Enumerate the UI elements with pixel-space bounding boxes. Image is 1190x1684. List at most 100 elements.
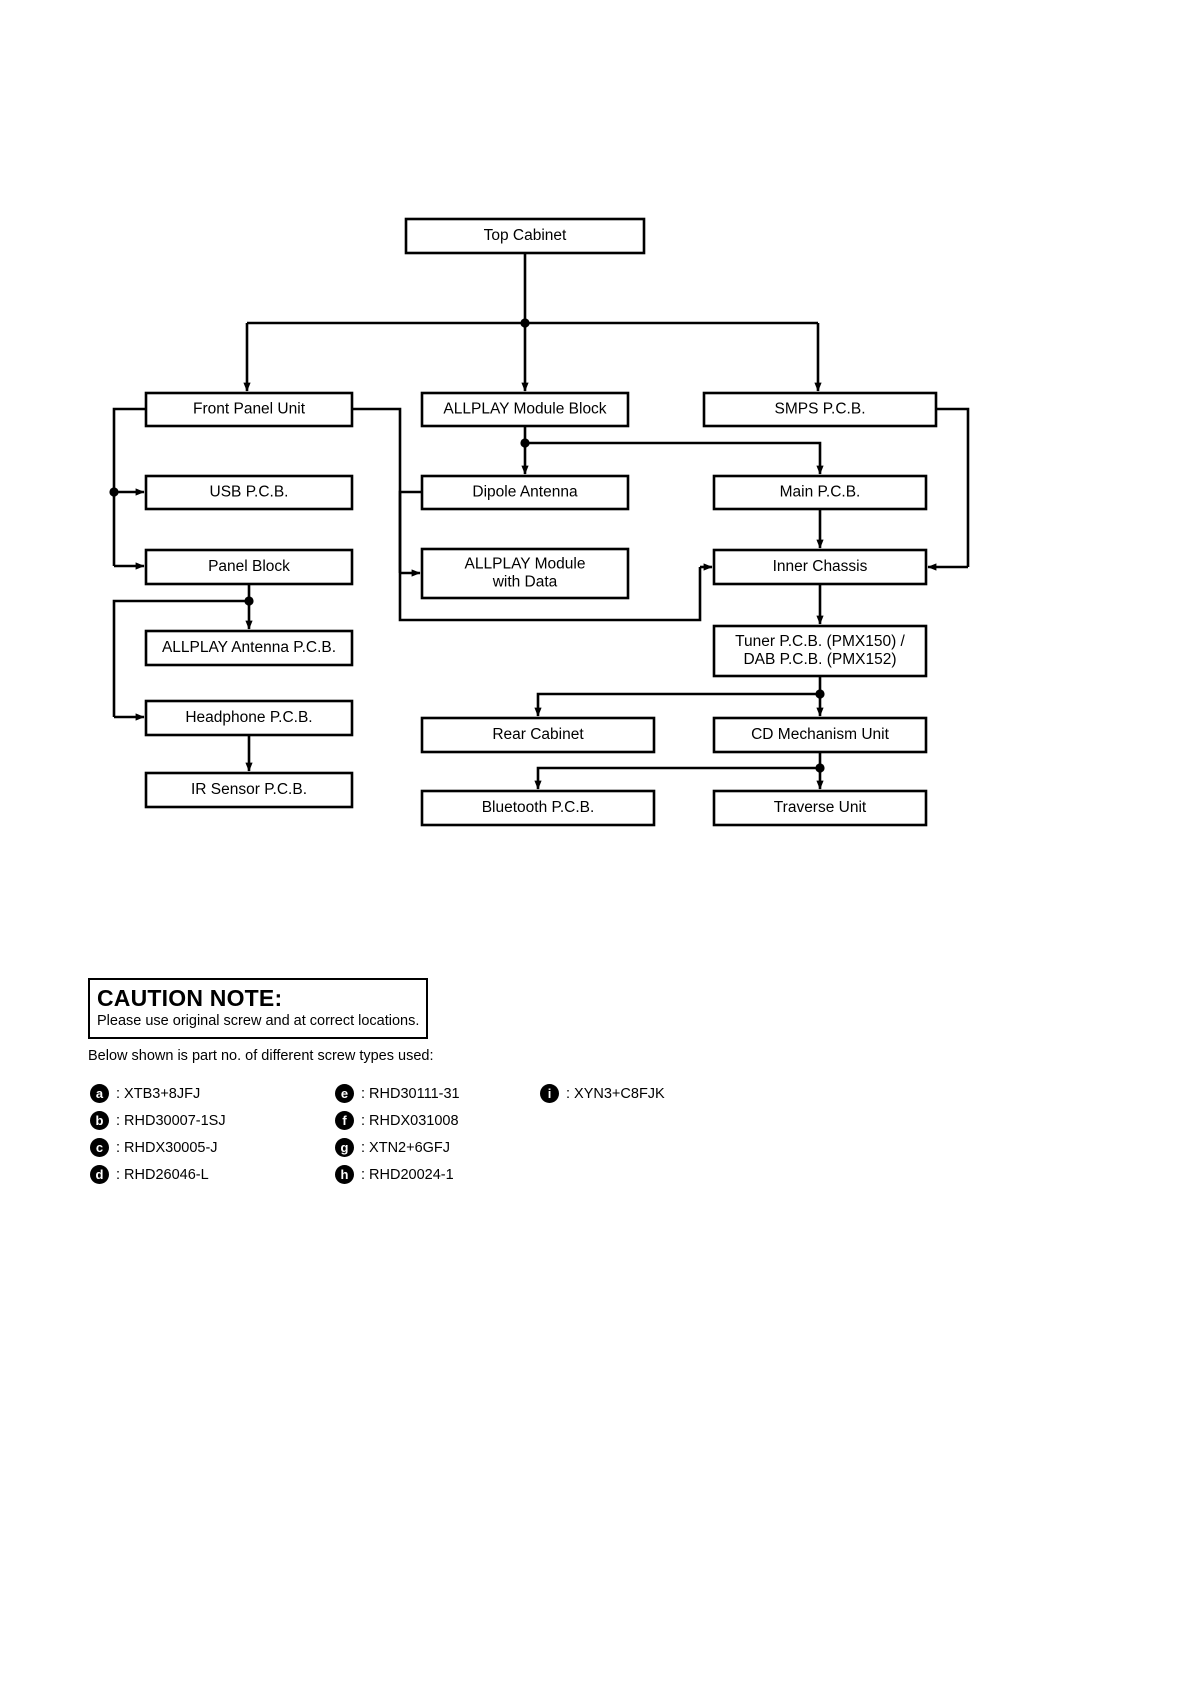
conn-tuner-tap-to-rear-cabinet bbox=[534, 692, 820, 717]
screw-badge-g-icon: g bbox=[335, 1138, 354, 1157]
screw-part-number-i: : XYN3+C8FJK bbox=[566, 1085, 665, 1102]
block-label-ir-sensor-pcb: IR Sensor P.C.B. bbox=[191, 781, 307, 798]
block-rect-allplay-module-with-data bbox=[420, 547, 630, 600]
block-tuner-dab-pcb: Tuner P.C.B. (PMX150) /DAB P.C.B. (PMX15… bbox=[712, 624, 928, 678]
screw-part-number-h: : RHD20024-1 bbox=[361, 1166, 454, 1183]
screw-part-number-e: : RHD30111-31 bbox=[361, 1085, 460, 1102]
block-rect-front-panel-unit bbox=[144, 391, 354, 428]
block-label-bluetooth-pcb: Bluetooth P.C.B. bbox=[482, 799, 595, 816]
block-rect-rear-cabinet bbox=[420, 716, 656, 754]
block-rect-dipole-antenna bbox=[420, 474, 630, 511]
screw-legend-item-c: c : RHDX30005-J bbox=[90, 1134, 226, 1161]
connector-layer bbox=[109, 253, 970, 790]
screw-legend-column-1: a : XTB3+8JFJ b : RHD30007-1SJ c : RHDX30005-… bbox=[90, 1080, 226, 1188]
block-rect-inner-chassis bbox=[712, 548, 928, 586]
caution-note-box: CAUTION NOTE: Please use original screw … bbox=[88, 978, 428, 1039]
screw-legend-item-h: h : RHD20024-1 bbox=[335, 1161, 460, 1188]
block-rect-panel-block bbox=[144, 548, 354, 586]
block-inner-chassis: Inner Chassis bbox=[712, 548, 928, 586]
conn-smps-right-rail bbox=[936, 407, 970, 567]
caution-title: CAUTION NOTE: bbox=[97, 985, 283, 1011]
block-usb-pcb: USB P.C.B. bbox=[144, 474, 354, 511]
block-rect-smps-pcb bbox=[702, 391, 938, 428]
screw-badge-i-icon: i bbox=[540, 1084, 559, 1103]
block-allplay-antenna-pcb: ALLPLAY Antenna P.C.B. bbox=[144, 629, 354, 667]
screw-legend-column-3: i : XYN3+C8FJK bbox=[540, 1080, 665, 1107]
conn-allplay-tap-to-main-pcb bbox=[525, 441, 824, 475]
screw-part-number-c: : RHDX30005-J bbox=[116, 1139, 218, 1156]
block-rect-allplay-antenna-pcb bbox=[144, 629, 354, 667]
screw-legend-item-a: a : XTB3+8JFJ bbox=[90, 1080, 226, 1107]
block-label-dipole-antenna: Dipole Antenna bbox=[472, 484, 578, 501]
screw-part-number-g: : XTN2+6GFJ bbox=[361, 1139, 451, 1156]
block-label-smps-pcb: SMPS P.C.B. bbox=[774, 401, 865, 418]
block-label-inner-chassis: Inner Chassis bbox=[773, 558, 868, 575]
block-ir-sensor-pcb: IR Sensor P.C.B. bbox=[144, 771, 354, 809]
block-rect-top-cabinet bbox=[404, 217, 646, 255]
block-headphone-pcb: Headphone P.C.B. bbox=[144, 699, 354, 737]
junction-front-panel-rail bbox=[109, 487, 119, 497]
conn-front-panel-to-inner-chassis-rail bbox=[352, 407, 702, 622]
block-dipole-antenna: Dipole Antenna bbox=[420, 474, 630, 511]
block-rect-headphone-pcb bbox=[144, 699, 354, 737]
block-label-tuner-dab-pcb: Tuner P.C.B. (PMX150) /DAB P.C.B. (PMX15… bbox=[735, 633, 905, 668]
screw-legend-item-d: d : RHD26046-L bbox=[90, 1161, 226, 1188]
block-rect-allplay-module-block bbox=[420, 391, 630, 428]
block-rect-tuner-dab-pcb bbox=[712, 624, 928, 678]
screw-part-number-f: : RHDX031008 bbox=[361, 1112, 459, 1129]
block-panel-block: Panel Block bbox=[144, 548, 354, 586]
block-front-panel-unit: Front Panel Unit bbox=[144, 391, 354, 428]
block-label-rear-cabinet: Rear Cabinet bbox=[492, 726, 584, 743]
caution-subtitle: Please use original screw and at correct… bbox=[97, 1013, 420, 1030]
block-label-top-cabinet: Top Cabinet bbox=[484, 227, 567, 244]
block-rect-main-pcb bbox=[712, 474, 928, 511]
block-label-main-pcb: Main P.C.B. bbox=[780, 484, 861, 501]
block-rect-cd-mechanism-unit bbox=[712, 716, 928, 754]
conn-cd-tap-to-bluetooth-pcb bbox=[534, 766, 820, 790]
block-rect-bluetooth-pcb bbox=[420, 789, 656, 827]
block-label-allplay-antenna-pcb: ALLPLAY Antenna P.C.B. bbox=[162, 639, 336, 656]
block-main-pcb: Main P.C.B. bbox=[712, 474, 928, 511]
block-label-headphone-pcb: Headphone P.C.B. bbox=[185, 709, 312, 726]
screw-part-number-a: : XTB3+8JFJ bbox=[116, 1085, 201, 1102]
conn-front-panel-left-rail bbox=[112, 407, 146, 566]
screw-part-number-d: : RHD26046-L bbox=[116, 1166, 209, 1183]
block-label-allplay-module-block: ALLPLAY Module Block bbox=[443, 401, 606, 418]
block-smps-pcb: SMPS P.C.B. bbox=[702, 391, 938, 428]
block-label-front-panel-unit: Front Panel Unit bbox=[193, 401, 306, 418]
screw-legend-column-2: e: RHD30111-31 f : RHDX031008 g : XTN2+6GFJ h… bbox=[335, 1080, 460, 1188]
block-rect-ir-sensor-pcb bbox=[144, 771, 354, 809]
screw-legend-item-g: g : XTN2+6GFJ bbox=[335, 1134, 460, 1161]
block-bluetooth-pcb: Bluetooth P.C.B. bbox=[420, 789, 656, 827]
screw-legend-item-e: e: RHD30111-31 bbox=[335, 1080, 460, 1107]
caution-note-block: CAUTION NOTE: Please use original screw … bbox=[88, 978, 428, 1039]
screw-legend-item-b: b : RHD30007-1SJ bbox=[90, 1107, 226, 1134]
screw-legend-item-f: f : RHDX031008 bbox=[335, 1107, 460, 1134]
conn-panel-block-tap-rail bbox=[112, 599, 249, 717]
block-rear-cabinet: Rear Cabinet bbox=[420, 716, 656, 754]
block-label-panel-block: Panel Block bbox=[208, 558, 290, 575]
conn-dipole-left-rail bbox=[398, 490, 422, 573]
screw-legend-item-i: i : XYN3+C8FJK bbox=[540, 1080, 665, 1107]
block-rect-traverse-unit bbox=[712, 789, 928, 827]
screw-badge-h-icon: h bbox=[335, 1165, 354, 1184]
block-rect-usb-pcb bbox=[144, 474, 354, 511]
block-label-cd-mechanism-unit: CD Mechanism Unit bbox=[751, 726, 890, 743]
screw-badge-f-icon: f bbox=[335, 1111, 354, 1130]
screw-badge-a-icon: a bbox=[90, 1084, 109, 1103]
block-traverse-unit: Traverse Unit bbox=[712, 789, 928, 827]
block-top-cabinet: Top Cabinet bbox=[404, 217, 646, 255]
legend-intro-text: Below shown is part no. of different scr… bbox=[88, 1048, 434, 1064]
screw-badge-b-icon: b bbox=[90, 1111, 109, 1130]
screw-badge-d-icon: d bbox=[90, 1165, 109, 1184]
block-cd-mechanism-unit: CD Mechanism Unit bbox=[712, 716, 928, 754]
screw-badge-c-icon: c bbox=[90, 1138, 109, 1157]
block-label-usb-pcb: USB P.C.B. bbox=[210, 484, 289, 501]
screw-part-number-b: : RHD30007-1SJ bbox=[116, 1112, 226, 1129]
block-allplay-module-block: ALLPLAY Module Block bbox=[420, 391, 630, 428]
